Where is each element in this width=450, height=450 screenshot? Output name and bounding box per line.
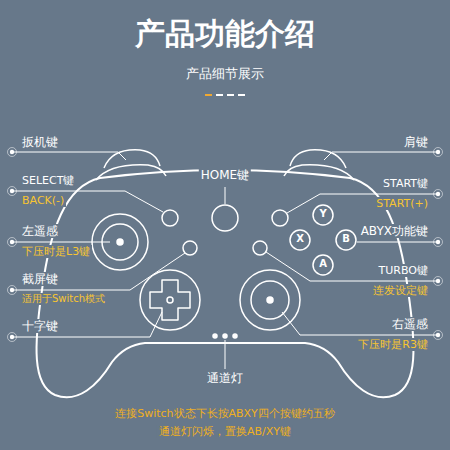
leader-line bbox=[12, 242, 110, 243]
leader-dots bbox=[8, 148, 443, 342]
channel-light bbox=[223, 334, 227, 338]
leader-line bbox=[266, 252, 438, 281]
button-letter: B bbox=[340, 233, 352, 245]
button-letter: Y bbox=[317, 208, 328, 220]
leader-dot bbox=[8, 238, 17, 247]
callout-note: 下压时是R3键 bbox=[356, 338, 430, 351]
leader-dot bbox=[436, 333, 440, 337]
leader-dot bbox=[434, 238, 443, 247]
callout-note: 连发设定键 bbox=[371, 284, 430, 297]
leader-dot bbox=[436, 240, 440, 244]
controller-body bbox=[36, 170, 413, 397]
leader-dot bbox=[434, 277, 443, 286]
dpad-center bbox=[167, 297, 173, 303]
subtitle: 产品细节展示 bbox=[184, 66, 266, 82]
callout-label: 截屏键 bbox=[20, 272, 60, 286]
leader-line bbox=[12, 191, 163, 212]
leader-lines bbox=[12, 152, 438, 369]
leader-line bbox=[12, 312, 162, 337]
leader-line bbox=[287, 194, 438, 213]
leader-dot bbox=[10, 240, 14, 244]
button-letter: X bbox=[294, 233, 306, 245]
leader-dot bbox=[434, 331, 443, 340]
right-stick bbox=[240, 270, 300, 330]
leader-dot bbox=[436, 279, 440, 283]
callout-label: SELECT键 bbox=[20, 174, 76, 187]
dpad-cross bbox=[150, 280, 190, 320]
leader-line bbox=[12, 152, 126, 160]
button-letter: A bbox=[317, 258, 329, 270]
left-stick-dot bbox=[117, 239, 123, 245]
leader-dot bbox=[436, 192, 440, 196]
callout-label: HOME键 bbox=[199, 168, 251, 182]
callout-note: 下压时是L3键 bbox=[20, 245, 92, 258]
face-button bbox=[336, 230, 356, 250]
deco-dash bbox=[216, 94, 223, 96]
leader-dot bbox=[10, 189, 14, 193]
callout-label: START键 bbox=[381, 177, 430, 190]
leader-line bbox=[12, 253, 185, 290]
start-button bbox=[272, 210, 288, 226]
turbo-button bbox=[253, 241, 267, 255]
callout-label: 通道灯 bbox=[205, 371, 245, 385]
deco-dash bbox=[238, 94, 245, 96]
callout-label: 扳机键 bbox=[20, 135, 60, 149]
callout-label: TURBO键 bbox=[377, 264, 430, 277]
leader-line bbox=[225, 187, 226, 204]
leader-dot bbox=[10, 288, 14, 292]
leader-dot bbox=[8, 333, 17, 342]
leader-dot bbox=[434, 148, 443, 157]
home-button bbox=[212, 205, 238, 231]
deco-dash bbox=[227, 94, 234, 96]
callout-note: BACK(-) bbox=[20, 194, 66, 207]
callout-label: 右遥感 bbox=[390, 317, 430, 331]
footnote: 通道灯闪烁，置换AB/XY键 bbox=[157, 425, 293, 438]
callout-label: 肩键 bbox=[402, 135, 430, 149]
leader-dot bbox=[8, 148, 17, 157]
leader-line bbox=[225, 340, 226, 369]
channel-light bbox=[233, 334, 237, 338]
callout-label: 左遥感 bbox=[20, 224, 60, 238]
callout-label: ABYX功能键 bbox=[359, 224, 430, 238]
leader-dot bbox=[434, 190, 443, 199]
select-button bbox=[162, 210, 178, 226]
dpad-ring bbox=[140, 270, 200, 330]
callout-label: 十字键 bbox=[20, 319, 60, 333]
leader-dot bbox=[10, 335, 14, 339]
callout-note: START(+) bbox=[374, 197, 430, 210]
face-button bbox=[290, 230, 310, 250]
channel-light bbox=[213, 334, 217, 338]
deco-dash bbox=[205, 94, 212, 96]
callout-note: 适用于Switch模式 bbox=[20, 293, 107, 305]
leader-dot bbox=[436, 150, 440, 154]
leader-dot bbox=[8, 286, 17, 295]
footnote: 连接Switch状态下长按ABXY四个按键约五秒 bbox=[113, 407, 337, 420]
right-stick-dot bbox=[267, 297, 273, 303]
screenshot-button bbox=[183, 241, 197, 255]
leader-dot bbox=[10, 150, 14, 154]
page-title: 产品功能介绍 bbox=[135, 16, 315, 52]
face-button bbox=[313, 255, 333, 275]
face-button bbox=[313, 205, 333, 225]
leader-line bbox=[282, 312, 438, 335]
leader-dot bbox=[8, 187, 17, 196]
leader-line bbox=[357, 242, 438, 243]
leader-line bbox=[324, 152, 438, 160]
